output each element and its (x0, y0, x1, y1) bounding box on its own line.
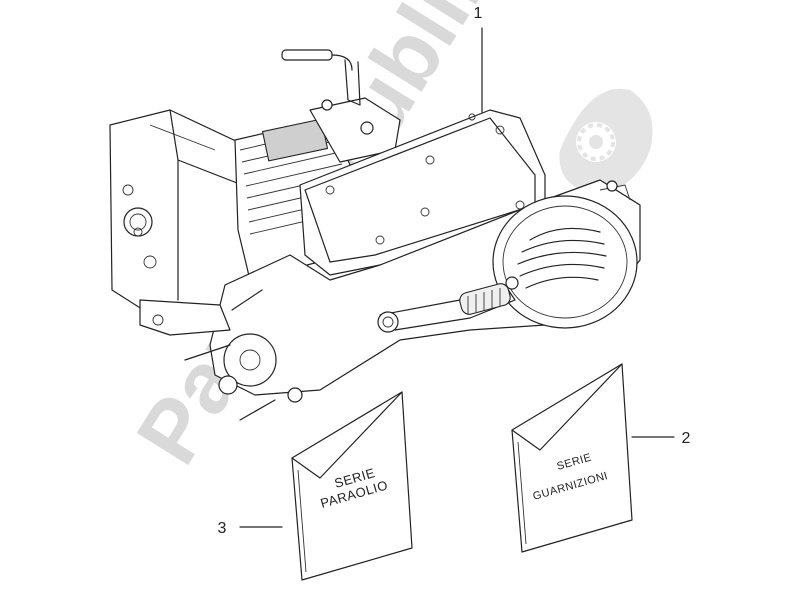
callout-3-number: 3 (218, 520, 227, 537)
envelope-seal-kit: SERIE PARAOLIO (291, 391, 413, 581)
callout-3: 3 (218, 520, 283, 537)
callout-2: 2 (631, 430, 691, 447)
watermark-gear-icon (559, 88, 653, 195)
callout-1-number: 1 (474, 5, 483, 22)
engine-assembly (109, 49, 641, 421)
envelope-gasket-kit: SERIE GUARNIZIONI (511, 363, 633, 553)
callout-1: 1 (474, 5, 483, 113)
callout-2-number: 2 (682, 430, 691, 447)
